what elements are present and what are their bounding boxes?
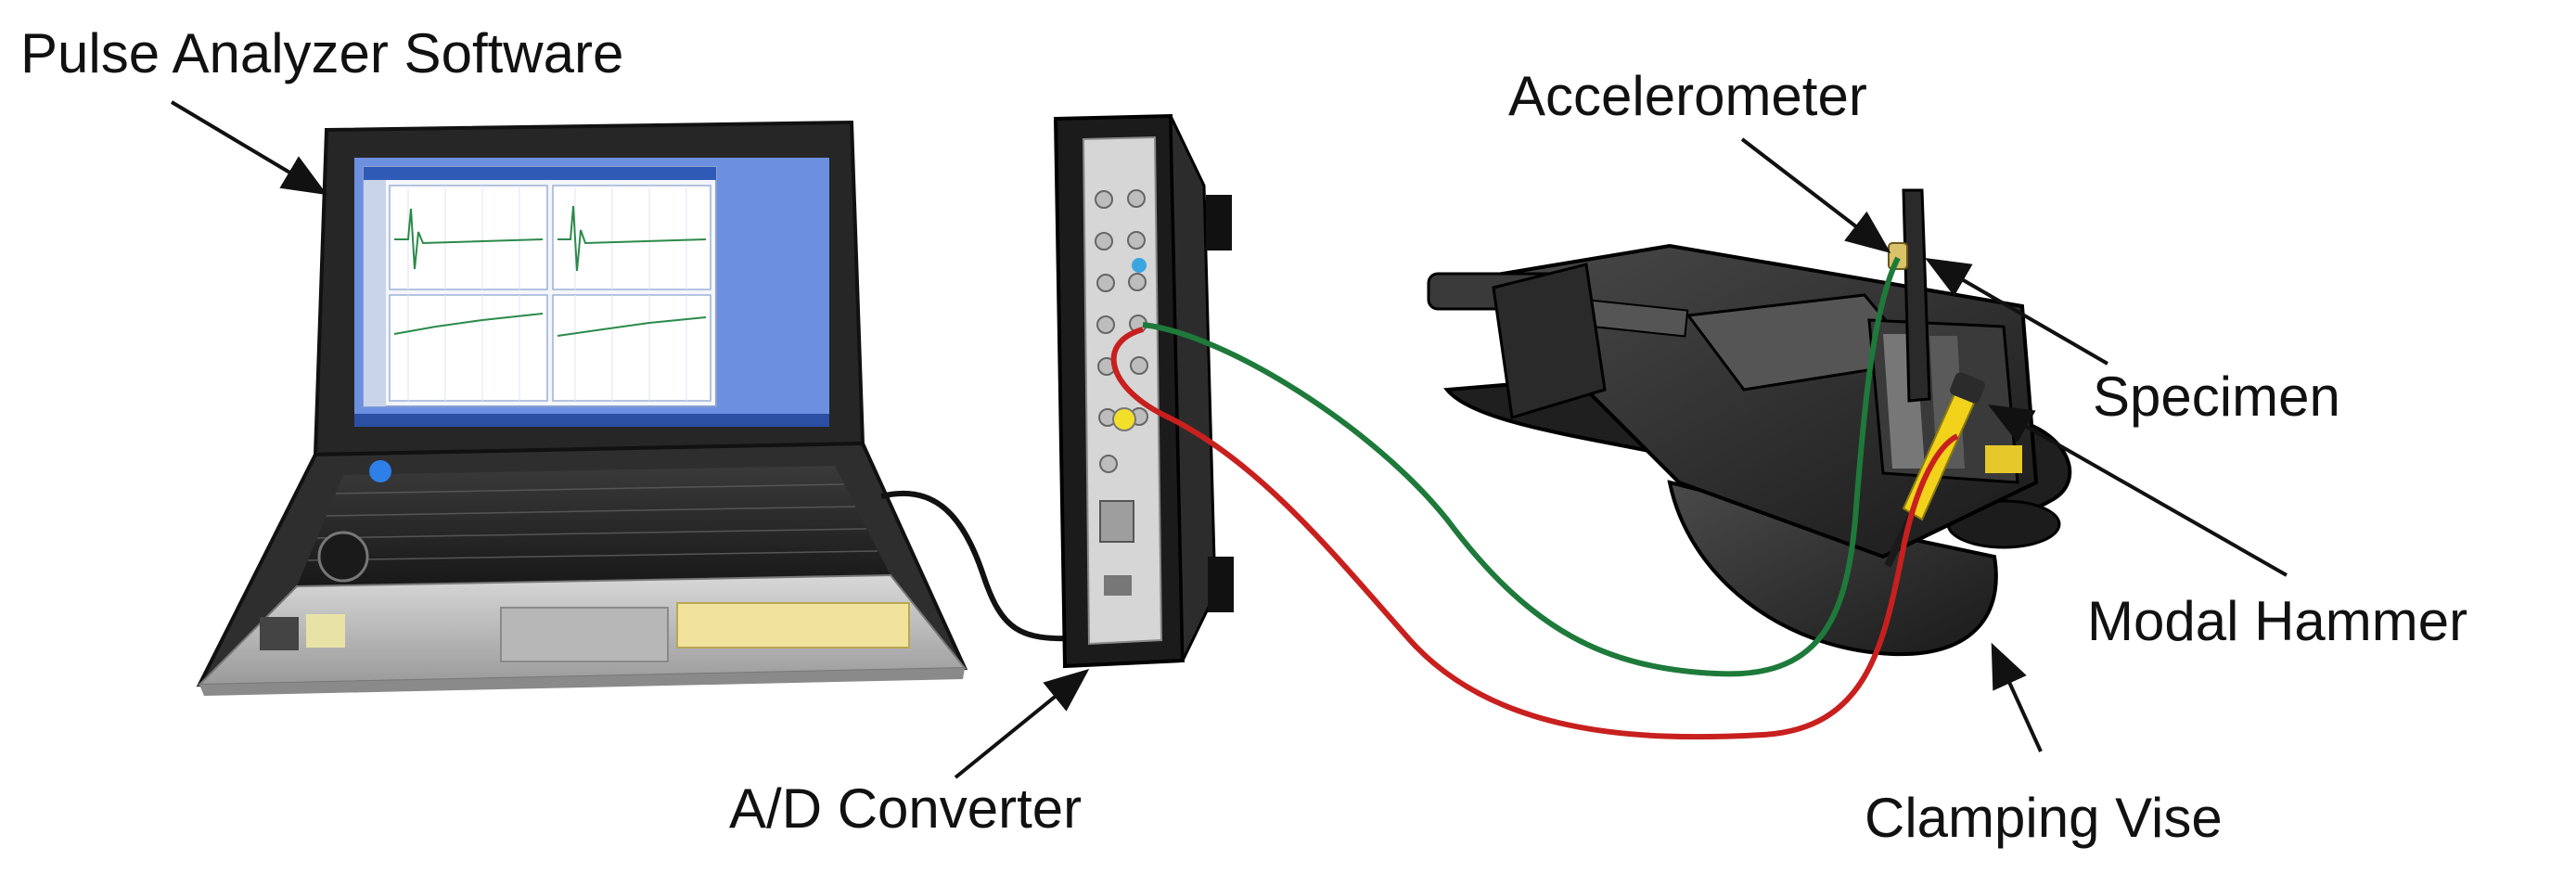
ad-converter-device [1053,113,1234,669]
laptop [196,120,968,696]
label-clamping-vise: Clamping Vise [1865,787,2223,849]
label-specimen: Specimen [2093,366,2340,428]
clamping-vise [1427,243,2072,657]
specimen-plate [1902,188,1931,403]
arrow-software [170,100,327,196]
arrow-converter [954,668,1090,779]
software-plot-panels [389,185,711,402]
usb-cable [880,490,1077,642]
label-ad-converter: A/D Converter [729,777,1083,840]
arrow-hammer [1988,404,2288,577]
arrow-vise [1991,642,2043,752]
green-signal-cable [1142,256,1901,677]
label-accelerometer: Accelerometer [1508,65,1867,127]
arrow-specimen [1925,257,2109,366]
label-pulse-analyzer-software: Pulse Analyzer Software [20,22,624,84]
accelerometer-sensor [1888,242,1908,270]
red-signal-cable [1110,327,1959,740]
arrow-accelerometer [1740,137,1891,253]
callout-arrows [170,100,2288,779]
label-modal-hammer: Modal Hammer [2087,590,2468,652]
